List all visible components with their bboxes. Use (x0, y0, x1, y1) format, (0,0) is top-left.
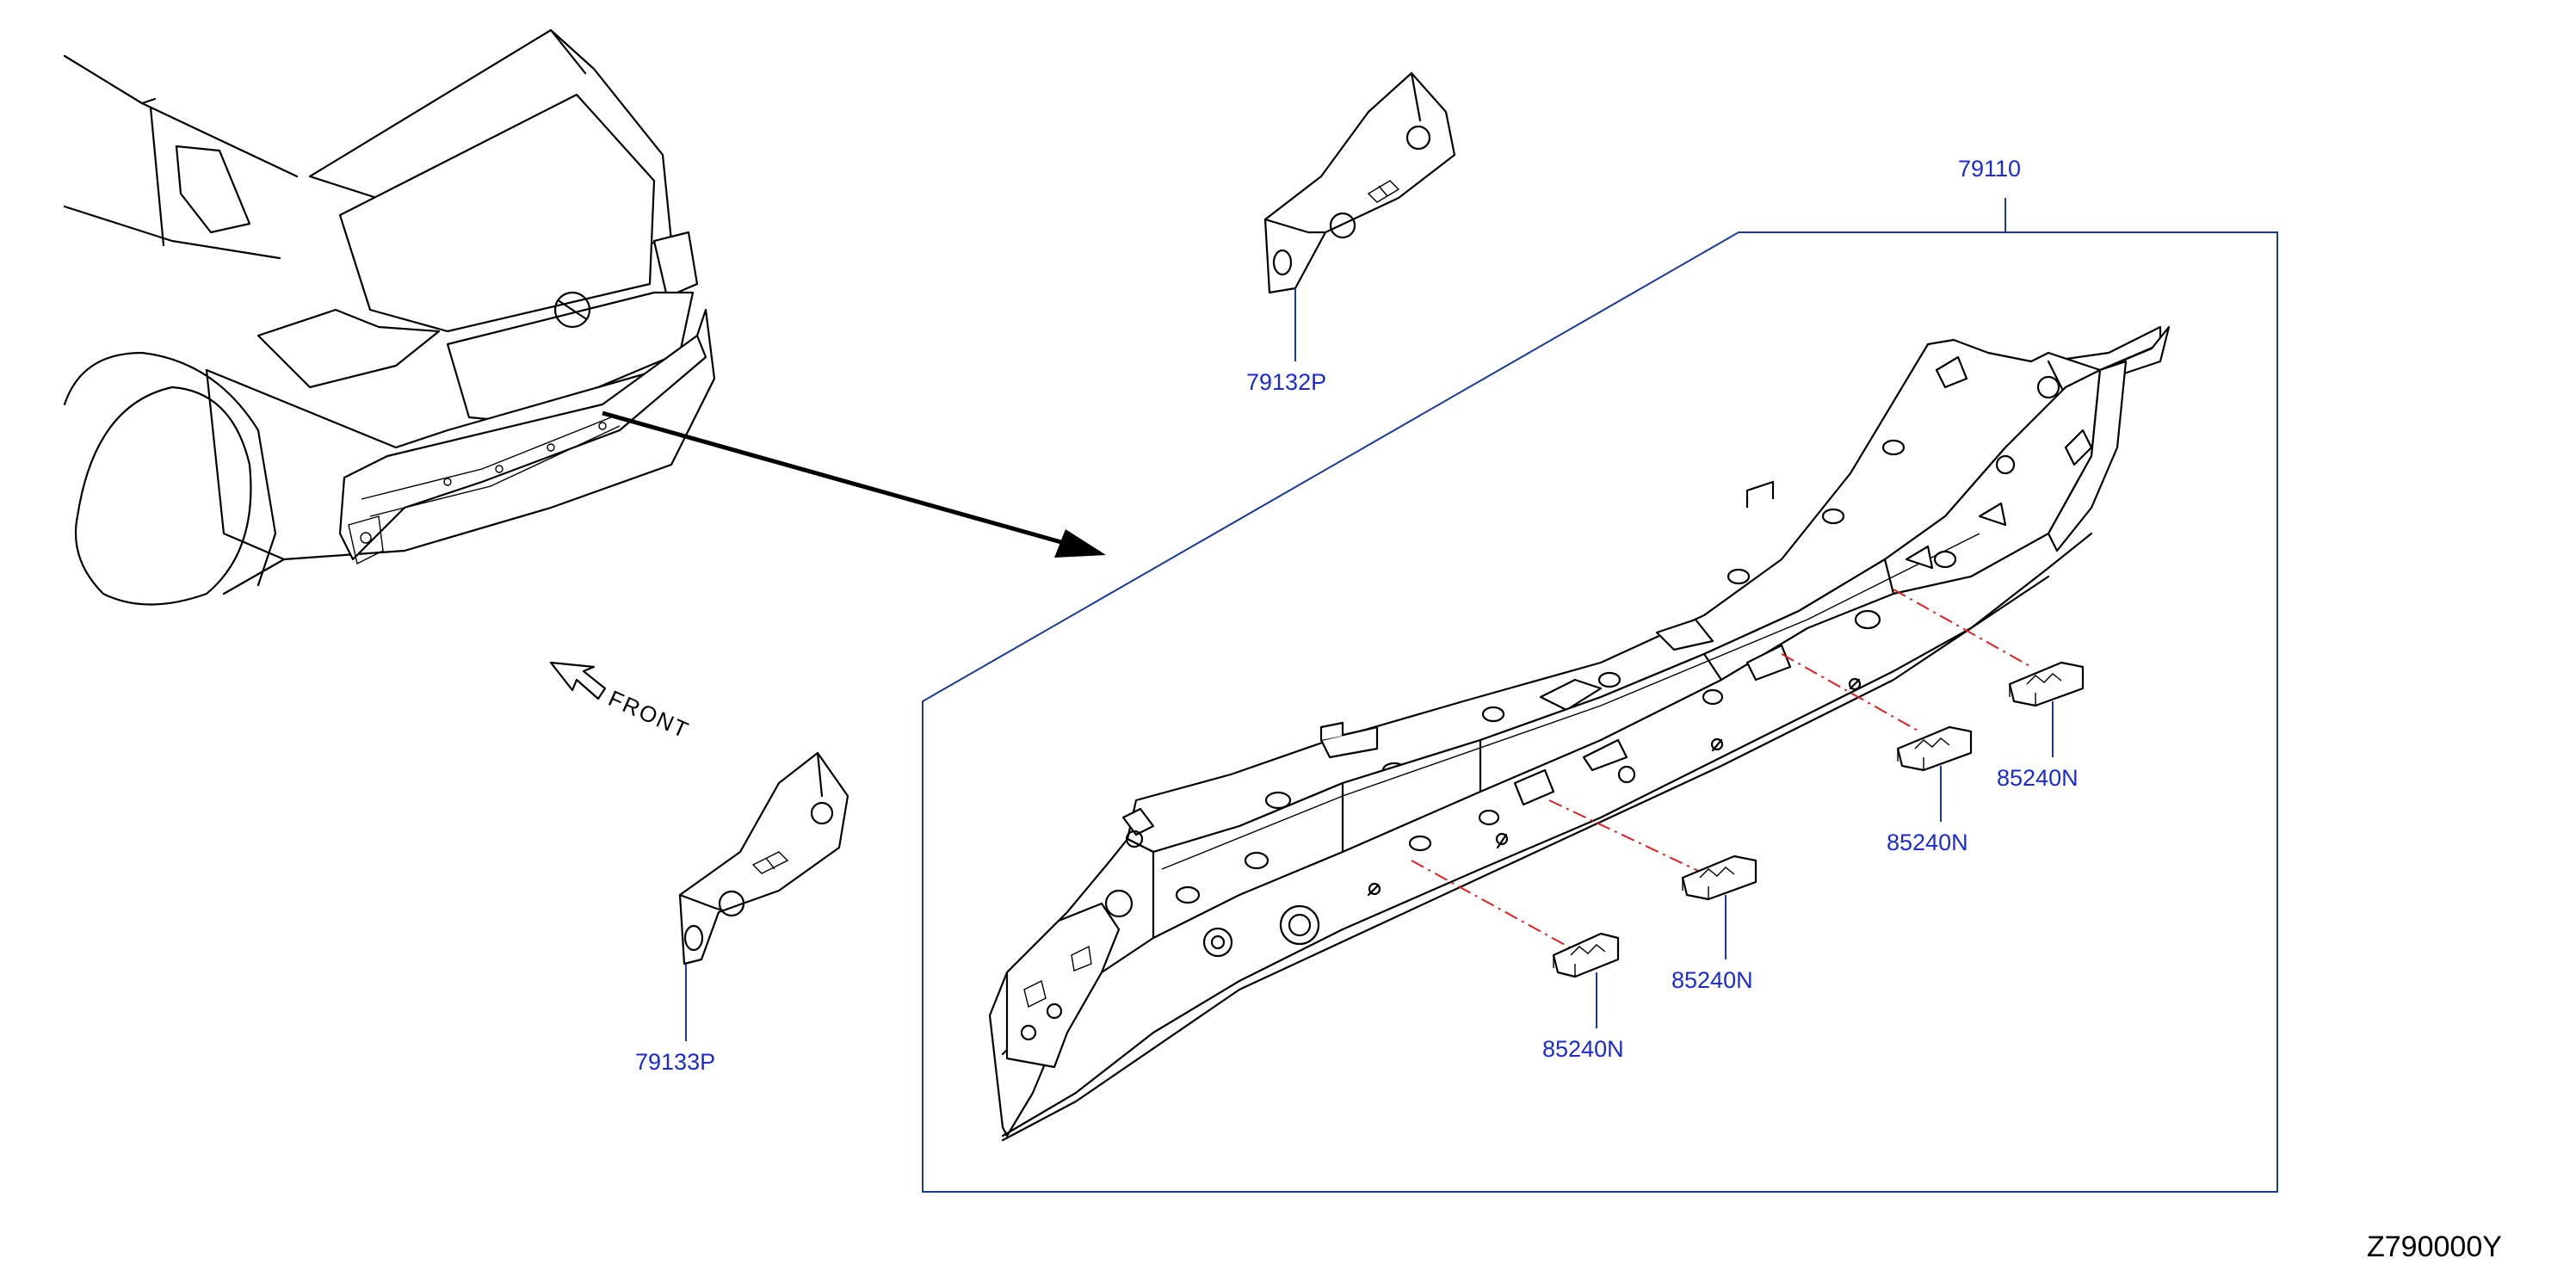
fastener-clip-1 (1411, 860, 1620, 978)
locator-arrow-icon (602, 410, 1106, 558)
front-label: FRONT (605, 685, 694, 743)
callout-clip-2: 85240N (1671, 967, 1753, 993)
vehicle-rear-overview (63, 28, 716, 606)
callout-clip-3: 85240N (1887, 830, 1968, 855)
fastener-clip-2 (1548, 799, 1757, 901)
callout-clip-1: 85240N (1542, 1036, 1624, 1062)
callout-clip-4: 85240N (1997, 765, 2079, 791)
assembly-frame-79110 (922, 198, 2278, 1193)
callout-79110: 79110 (1958, 156, 2021, 182)
fastener-clip-3 (1781, 653, 1973, 772)
diagram-id: Z790000Y (2367, 1231, 2502, 1263)
rear-panel-assembly (988, 325, 2171, 1142)
bracket-upper-79132p (1263, 71, 1456, 294)
front-arrow-icon (549, 661, 607, 700)
callout-79133p: 79133P (635, 1049, 715, 1075)
callout-79132p: 79132P (1246, 369, 1326, 395)
front-direction-indicator: FRONT (549, 661, 694, 743)
fastener-clip-4 (1893, 589, 2085, 707)
bracket-lower-79133p (678, 751, 849, 965)
